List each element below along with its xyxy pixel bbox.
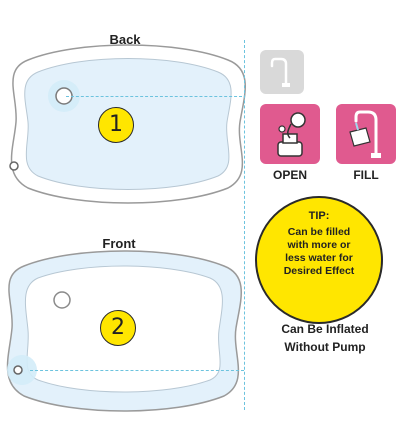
tip-title: TIP:: [308, 210, 330, 222]
number-2-text: 2: [111, 315, 125, 340]
open-step-tile: [260, 104, 320, 164]
tip-line: Can be filled: [287, 226, 351, 238]
vertical-guide-line: [244, 40, 245, 410]
faucet-fill-icon: [349, 110, 381, 158]
inflate-line-1: Can Be Inflated: [281, 322, 369, 336]
back-guide-line: [66, 96, 242, 97]
inflate-note: Can Be Inflated Without Pump: [250, 320, 400, 356]
tip-line: Desired Effect: [283, 265, 355, 277]
front-mat-label: Front: [102, 236, 136, 251]
front-guide-line: [30, 370, 244, 371]
tip-text: Can be filled with more or less water fo…: [267, 226, 371, 278]
inflate-line-2: Without Pump: [284, 340, 366, 354]
number-1-text: 1: [109, 112, 123, 137]
tip-line: with more or: [287, 239, 351, 251]
faucet-disabled-icon: [260, 50, 304, 94]
fill-step-tile: [336, 104, 396, 164]
tip-badge: TIP: Can be filled with more or less wat…: [255, 196, 383, 324]
tip-line: less water for: [285, 252, 353, 264]
number-badge-1: 1: [98, 107, 134, 143]
cap-open-icon: [277, 112, 306, 157]
open-step-caption: OPEN: [272, 168, 307, 182]
fill-step-caption: FILL: [353, 168, 379, 182]
number-badge-2: 2: [100, 310, 136, 346]
back-mat-label: Back: [109, 32, 141, 47]
